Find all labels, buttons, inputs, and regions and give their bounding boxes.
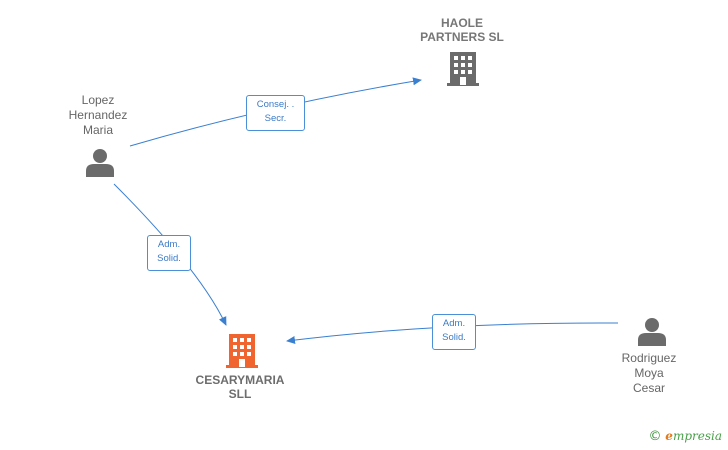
building-icon-main[interactable] bbox=[226, 334, 258, 368]
copyright-symbol: © bbox=[648, 429, 662, 444]
empresia-logo: © empresia bbox=[648, 429, 722, 444]
rodriguez-moya-cesar-label[interactable]: Rodriguez Moya Cesar bbox=[609, 351, 689, 396]
lopez-line1: Lopez bbox=[81, 93, 115, 107]
edge-label-adm-solid-rodriguez[interactable]: Adm. Solid. bbox=[432, 314, 476, 350]
building-icon[interactable] bbox=[447, 52, 479, 86]
cesarymaria-label-line1: CESARYMARIA bbox=[195, 373, 285, 387]
rodriguez-line2: Moya bbox=[634, 366, 664, 380]
brand-initial: e bbox=[665, 429, 673, 443]
haole-partners-label[interactable]: HAOLE PARTNERS SL bbox=[412, 16, 512, 44]
person-icon[interactable] bbox=[637, 316, 667, 346]
person-icon[interactable] bbox=[85, 147, 115, 177]
edge-label-line2: Secr. bbox=[264, 113, 287, 124]
rodriguez-line3: Cesar bbox=[632, 381, 665, 395]
cesarymaria-label[interactable]: CESARYMARIA SLL bbox=[180, 373, 300, 401]
edge-label-line1: Adm. bbox=[442, 318, 466, 329]
edge-label-line1: Consej. . bbox=[256, 99, 295, 110]
edge-label-line2: Solid. bbox=[442, 332, 466, 343]
lopez-hernandez-maria-label[interactable]: Lopez Hernandez Maria bbox=[58, 93, 138, 138]
edge-label-line1: Adm. bbox=[157, 239, 181, 250]
edge-label-consej-secr[interactable]: Consej. . Secr. bbox=[246, 95, 305, 131]
cesarymaria-label-line2: SLL bbox=[228, 387, 252, 401]
edge-label-line2: Solid. bbox=[157, 253, 181, 264]
brand-name: mpresia bbox=[672, 429, 722, 443]
haole-label-line1: HAOLE bbox=[441, 16, 483, 30]
haole-label-line2: PARTNERS SL bbox=[420, 30, 504, 44]
edge-label-adm-solid-lopez[interactable]: Adm. Solid. bbox=[147, 235, 191, 271]
lopez-line2: Hernandez bbox=[68, 108, 128, 122]
lopez-line3: Maria bbox=[82, 123, 113, 137]
rodriguez-line1: Rodriguez bbox=[621, 351, 677, 365]
